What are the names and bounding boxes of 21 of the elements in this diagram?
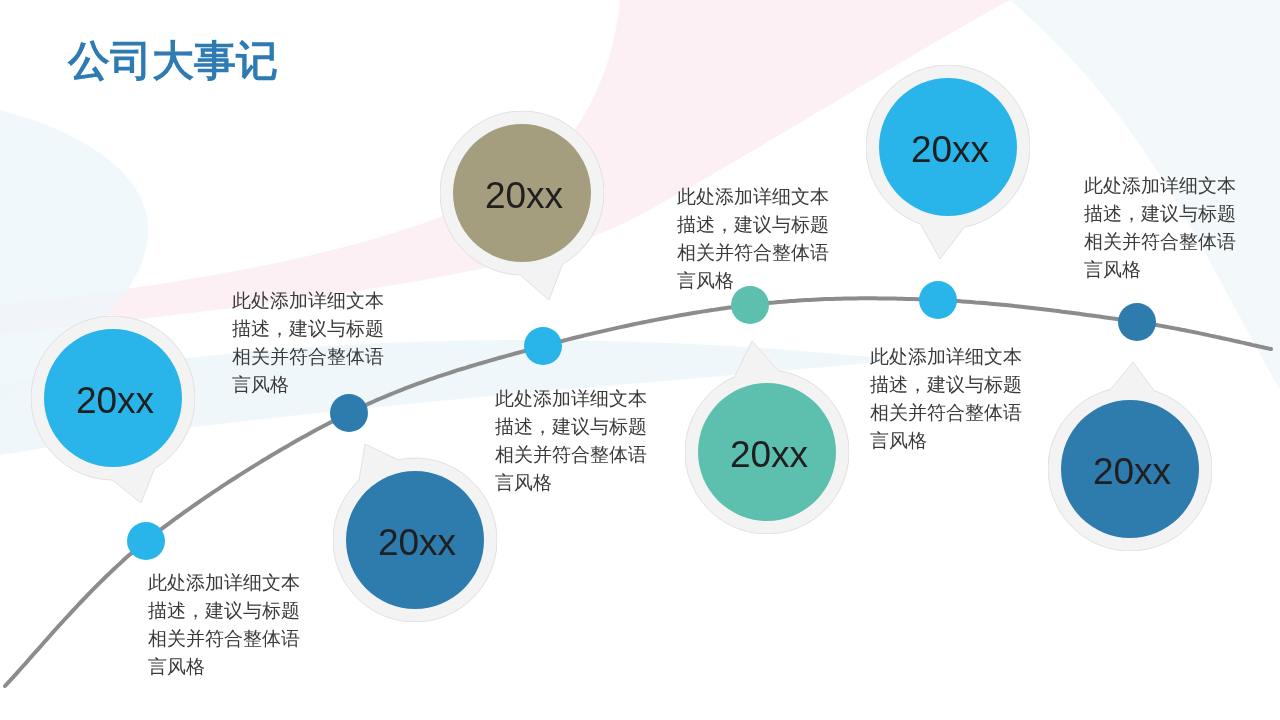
description-text: 此处添加详细文本描述，建议与标题相关并符合整体语言风格 bbox=[677, 185, 830, 293]
description-text: 此处添加详细文本描述，建议与标题相关并符合整体语言风格 bbox=[870, 345, 1023, 453]
timeline-dot bbox=[524, 327, 562, 365]
year-label: 20xx bbox=[910, 129, 990, 171]
year-label: 20xx bbox=[377, 522, 457, 564]
timeline-dot bbox=[1118, 303, 1156, 341]
year-label: 20xx bbox=[729, 434, 809, 476]
year-label: 20xx bbox=[484, 175, 564, 217]
timeline-dot bbox=[919, 281, 957, 319]
description-text: 此处添加详细文本描述，建议与标题相关并符合整体语言风格 bbox=[148, 571, 301, 679]
year-label: 20xx bbox=[75, 380, 155, 422]
title: 公司大事记 bbox=[68, 36, 278, 86]
timeline-curve bbox=[159, 419, 334, 532]
timeline-curve bbox=[3, 551, 134, 688]
timeline-dot bbox=[127, 522, 165, 560]
description-text: 此处添加详细文本描述，建议与标题相关并符合整体语言风格 bbox=[232, 289, 385, 397]
year-label: 20xx bbox=[1092, 451, 1172, 493]
description-text: 此处添加详细文本描述，建议与标题相关并符合整体语言风格 bbox=[1084, 174, 1237, 282]
timeline-dot bbox=[731, 286, 769, 324]
timeline-curve bbox=[364, 349, 527, 407]
description-text: 此处添加详细文本描述，建议与标题相关并符合整体语言风格 bbox=[495, 387, 648, 495]
